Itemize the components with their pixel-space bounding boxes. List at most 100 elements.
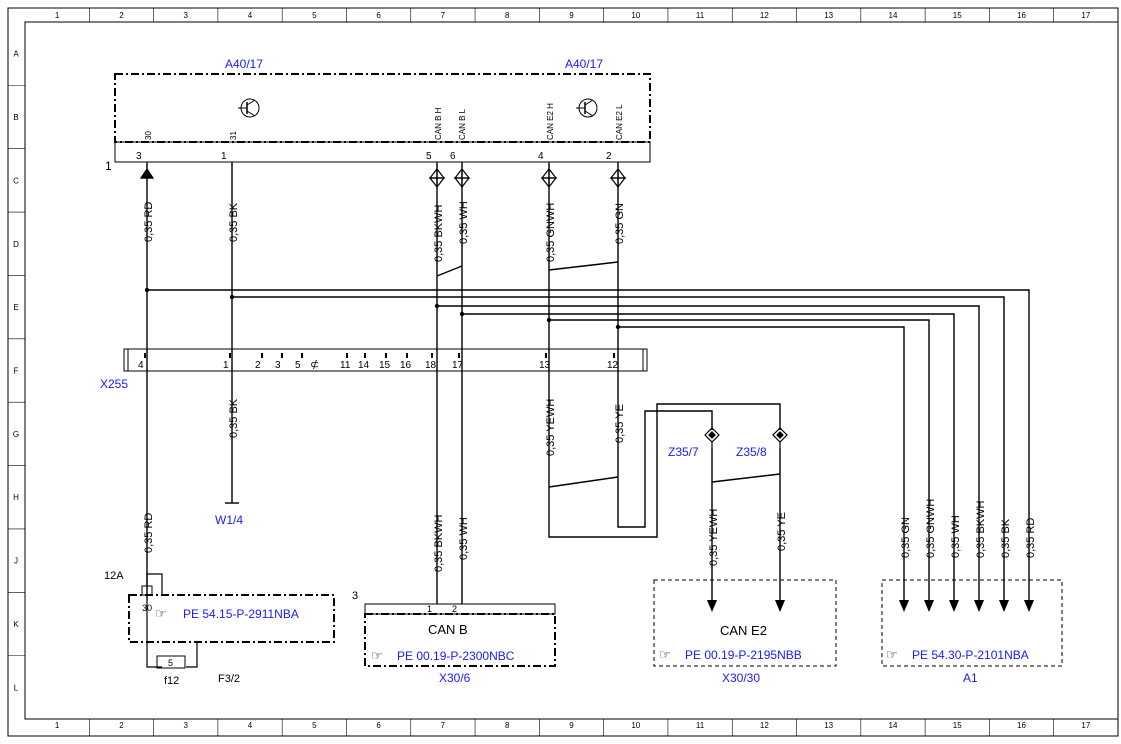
grid-column-label: 8 [505,11,510,20]
grid-row-label: B [13,113,18,122]
grid-column-label: 2 [119,11,124,20]
pin-name-can-e2-l: CAN E2 L [615,104,624,140]
connector-number: 12A [104,570,124,582]
a1-wire-arrow [949,600,959,612]
wire-label: 0,35 WH [458,517,470,560]
wire-label: 0,35 WH [458,201,470,244]
pin-number: 1 [427,604,432,614]
label-x255: X255 [100,377,128,391]
pin-number: 5 [168,658,173,668]
grid-column-label: 2 [119,721,124,730]
sheet-inner-border [24,21,1119,720]
grid-column-label: 5 [312,11,317,20]
grid-column-label: 4 [248,721,253,730]
label-f12: f12 [164,675,179,687]
break-symbol: ⊄ [310,359,319,371]
a1-wire-label: 0,35 RD [1025,518,1037,558]
grid-column-label: 16 [1017,11,1026,20]
x255-pin-number: 11 [340,360,351,371]
pin-name-can-b-h: CAN B H [434,107,443,140]
transistor-icon [238,98,260,118]
a1-wire-arrow [1024,600,1034,612]
hand-icon: ☞ [155,606,167,621]
sheet-border [7,7,1119,737]
pin-name-31: 31 [229,131,238,140]
x255-pin-number: 12 [607,360,619,371]
grid-column-label: 1 [55,721,60,730]
grid-column-label: 17 [1081,721,1090,730]
grid-row-label: L [14,683,19,692]
grid-row-label: J [14,557,18,566]
grid-column-label: 9 [569,721,574,730]
a1-wire-label: 0,35 GN [900,517,912,558]
wire-label: 0,35 BK [228,398,240,438]
grid-column-label: 13 [824,721,833,730]
can-bus-icon [428,168,446,188]
hand-icon: ☞ [886,647,898,662]
a1-wire-arrow [999,600,1009,612]
grid-column-label: 7 [441,11,446,20]
ref-pe-00-19-2195: PE 00.19-P-2195NBB [685,648,802,662]
hand-icon: ☞ [659,647,671,662]
ref-pe-54-15: PE 54.15-P-2911NBA [183,607,299,621]
grid-labels: 1122334455667788991010111112121313141415… [8,8,1091,736]
fuse-box-f3-2: 12A 30 ☞ PE 54.15-P-2911NBA 5 f12 F3/2 [104,570,335,687]
grid-row-label: G [13,430,19,439]
label-x30-6: X30/6 [439,671,471,685]
label-a40-17-right: A40/17 [565,57,603,71]
pin-number: 6 [450,151,456,162]
connector-number: 1 [105,159,112,173]
grid-column-label: 9 [569,11,574,20]
arrow-heads [707,600,785,612]
pin-number: 5 [426,151,432,162]
box-title-can-e2: CAN E2 [720,623,767,638]
ref-pe-54-30: PE 54.30-P-2101NBA [912,648,1029,662]
box-x30-6: 3 1 2 CAN B ☞ PE 00.19-P-2300NBC X30/6 [352,590,556,685]
grid-row-label: H [13,493,19,502]
a1-wire-label: 0,35 BKWH [975,500,987,558]
grid-column-label: 12 [760,721,769,730]
box-a1: ☞ PE 54.30-P-2101NBA A1 [881,579,1063,685]
label-x30-30: X30/30 [722,671,760,685]
x255-pin-number: 1 [223,360,229,371]
junction-dots [144,287,621,330]
x255-pin-number: 14 [358,360,370,371]
ground-arrow-icon [139,167,155,179]
x255-pin-number: 18 [425,360,437,371]
wire-label: 0,35 YE [614,404,626,443]
grid-row-label: E [13,303,18,312]
connector-number: 3 [352,590,358,602]
label-w1-4: W1/4 [215,513,243,527]
grid-column-label: 11 [696,721,705,730]
wire-label: 0,35 YEWH [545,399,557,456]
wires [146,162,1030,604]
ref-pe-00-19-2300: PE 00.19-P-2300NBC [397,649,515,663]
label-a1: A1 [963,671,978,685]
grid-column-label: 17 [1081,11,1090,20]
splice-diamond-icon [704,427,720,448]
grid-column-label: 8 [505,721,510,730]
a1-wire-label: 0,35 GNWH [925,499,937,558]
grid-column-label: 1 [55,11,60,20]
grid-column-label: 6 [376,11,381,20]
wire-label: 0,35 RD [143,513,155,553]
can-symbols [139,167,788,448]
wire-labels-upper: 0,35 RD 0,35 BK 0,35 BKWH 0,35 WH 0,35 G… [143,201,626,262]
pin-name-30: 30 [144,131,153,140]
grid-column-label: 14 [889,721,898,730]
wire-label: 0,35 BKWH [433,204,445,262]
pin-name-can-b-l: CAN B L [458,108,467,140]
grid-column-label: 10 [631,11,640,20]
wire-labels-lower: 0,35 RD 0,35 BK 0,35 BKWH 0,35 WH 0,35 Y… [143,398,788,572]
x255-pin-number: 2 [255,360,261,371]
grid-column-label: 4 [248,11,253,20]
label-f3-2: F3/2 [218,673,240,685]
label-z35-7: Z35/7 [668,445,699,459]
grid-row-label: K [13,620,19,629]
a1-wire-label: 0,35 WH [950,515,962,558]
grid-column-label: 15 [953,721,962,730]
can-bus-icon [453,168,471,188]
wire-label: 0,35 YEWH [708,509,720,566]
